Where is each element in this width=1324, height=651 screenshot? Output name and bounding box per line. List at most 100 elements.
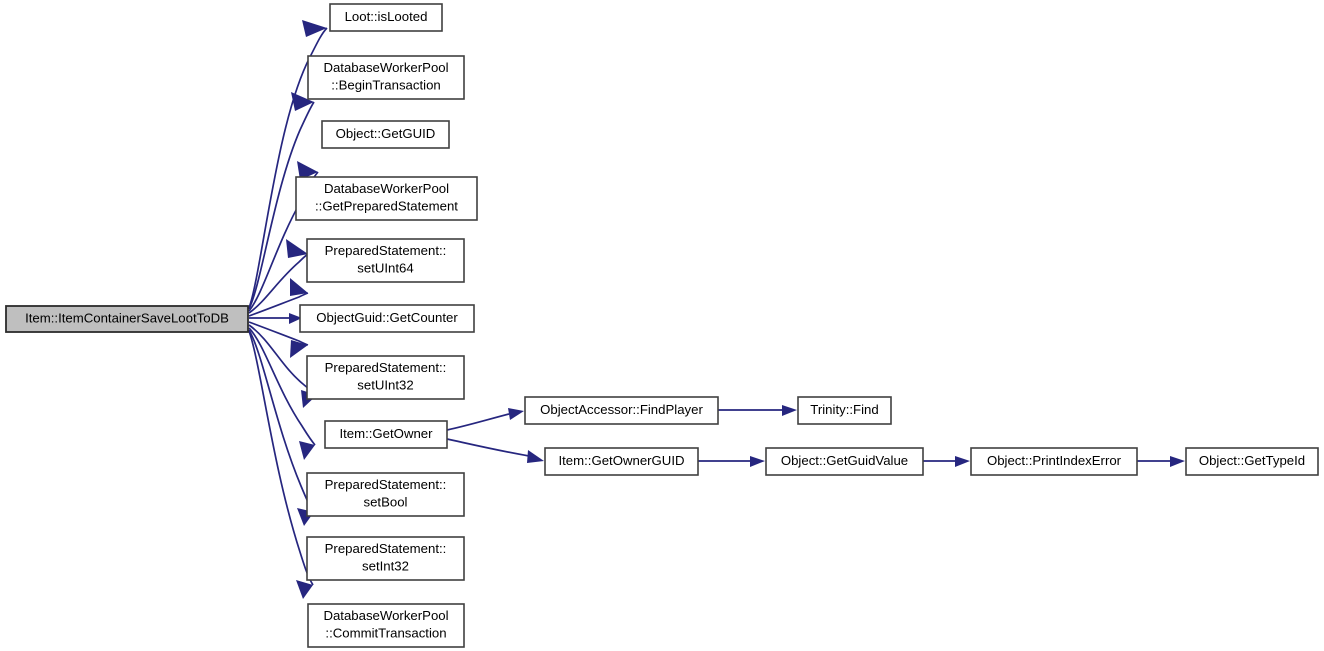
edge-root-to-ps_setuint32	[248, 321, 309, 358]
edge-item_getowner-to-objectaccessor_findplayer	[446, 408, 524, 431]
node-dbwp_committransaction[interactable]: DatabaseWorkerPool::CommitTransaction	[307, 603, 465, 648]
arrowhead-icon	[289, 313, 302, 324]
node-box[interactable]	[765, 447, 924, 476]
node-label: DatabaseWorkerPool	[323, 608, 448, 623]
edge-line	[248, 292, 309, 317]
node-loot_islooted[interactable]: Loot::isLooted	[329, 3, 443, 32]
node-trinity_find[interactable]: Trinity::Find	[797, 396, 892, 425]
node-root[interactable]: Item::ItemContainerSaveLootToDB	[5, 305, 249, 333]
node-box[interactable]	[970, 447, 1138, 476]
node-ps_setuint32[interactable]: PreparedStatement::setUInt32	[306, 355, 465, 400]
node-object_gettypeid[interactable]: Object::GetTypeId	[1185, 447, 1319, 476]
node-label: Object::GetGUID	[336, 126, 436, 141]
node-label: Loot::isLooted	[345, 9, 428, 24]
arrowhead-icon	[955, 456, 970, 467]
node-box[interactable]	[5, 305, 249, 333]
node-box[interactable]	[321, 120, 450, 149]
arrowhead-icon	[782, 405, 797, 416]
edge-root-to-ps_setuint64	[248, 278, 309, 317]
node-box[interactable]	[307, 603, 465, 648]
node-label: PreparedStatement::	[325, 541, 447, 556]
node-label: DatabaseWorkerPool	[323, 60, 448, 75]
node-box[interactable]	[524, 396, 719, 425]
node-box[interactable]	[324, 420, 448, 449]
node-label: setBool	[364, 495, 408, 510]
node-box[interactable]	[306, 472, 465, 517]
node-dbwp_begintransaction[interactable]: DatabaseWorkerPool::BeginTransaction	[307, 55, 465, 100]
node-box[interactable]	[544, 447, 699, 476]
edge-line	[248, 101, 315, 310]
edge-root-to-dbwp_begintransaction	[248, 92, 315, 310]
node-label: ObjectAccessor::FindPlayer	[540, 402, 703, 417]
node-object_printindexerror[interactable]: Object::PrintIndexError	[970, 447, 1138, 476]
arrowhead-icon	[286, 239, 308, 258]
node-box[interactable]	[307, 55, 465, 100]
arrowhead-icon	[297, 161, 318, 180]
node-box[interactable]	[306, 355, 465, 400]
node-object_getguid[interactable]: Object::GetGUID	[321, 120, 450, 149]
node-item_getowner[interactable]: Item::GetOwner	[324, 420, 448, 449]
edge-line	[248, 321, 309, 346]
edge-item_getownerguid-to-object_getguidvalue	[698, 456, 765, 467]
node-box[interactable]	[1185, 447, 1319, 476]
node-item_getownerguid[interactable]: Item::GetOwnerGUID	[544, 447, 699, 476]
node-objectguid_getcounter[interactable]: ObjectGuid::GetCounter	[299, 304, 475, 333]
edge-root-to-loot_islooted	[248, 20, 328, 309]
arrowhead-icon	[302, 20, 327, 37]
node-objectaccessor_findplayer[interactable]: ObjectAccessor::FindPlayer	[524, 396, 719, 425]
edge-object_printindexerror-to-object_gettypeid	[1137, 456, 1185, 467]
node-label: ::BeginTransaction	[331, 78, 440, 93]
node-ps_setint32[interactable]: PreparedStatement::setInt32	[306, 536, 465, 581]
node-ps_setbool[interactable]: PreparedStatement::setBool	[306, 472, 465, 517]
edge-line	[248, 27, 328, 309]
arrowhead-icon	[291, 92, 314, 111]
node-box[interactable]	[295, 176, 478, 221]
node-box[interactable]	[329, 3, 443, 32]
node-label: setUInt64	[357, 261, 413, 276]
node-label: setUInt32	[357, 378, 413, 393]
edge-line	[248, 327, 316, 446]
node-label: Object::PrintIndexError	[987, 453, 1122, 468]
node-layer: Item::ItemContainerSaveLootToDB Loot::isL…	[5, 3, 1319, 648]
edge-root-to-ps_setbool	[248, 327, 316, 460]
arrowhead-icon	[508, 408, 524, 420]
edge-object_getguidvalue-to-object_printindexerror	[923, 456, 970, 467]
node-label: ObjectGuid::GetCounter	[316, 310, 458, 325]
node-label: PreparedStatement::	[325, 243, 447, 258]
node-label: Object::GetGuidValue	[781, 453, 908, 468]
node-label: Item::ItemContainerSaveLootToDB	[25, 310, 229, 325]
arrowhead-icon	[296, 580, 313, 599]
node-box[interactable]	[299, 304, 475, 333]
edge-root-to-objectguid_getcounter	[249, 313, 302, 324]
node-label: ::CommitTransaction	[325, 626, 446, 641]
node-label: setInt32	[362, 559, 409, 574]
edge-root-to-dbwp_getpreparedstatement	[248, 239, 309, 314]
arrowhead-icon	[750, 456, 765, 467]
edge-root-to-dbwp_committransaction	[248, 330, 314, 599]
arrowhead-icon	[290, 278, 308, 296]
edge-layer	[248, 20, 1185, 599]
node-ps_setuint64[interactable]: PreparedStatement::setUInt64	[306, 238, 465, 283]
node-label: Object::GetTypeId	[1199, 453, 1305, 468]
edge-line	[248, 330, 314, 586]
node-dbwp_getpreparedstatement[interactable]: DatabaseWorkerPool::GetPreparedStatement	[295, 176, 478, 221]
node-object_getguidvalue[interactable]: Object::GetGuidValue	[765, 447, 924, 476]
node-box[interactable]	[797, 396, 892, 425]
arrowhead-icon	[299, 441, 315, 460]
arrowhead-icon	[290, 340, 308, 358]
node-label: PreparedStatement::	[325, 360, 447, 375]
node-box[interactable]	[306, 536, 465, 581]
arrowhead-icon	[527, 450, 544, 463]
arrowhead-icon	[1170, 456, 1185, 467]
edge-line	[446, 413, 510, 431]
node-label: Trinity::Find	[810, 402, 878, 417]
node-label: PreparedStatement::	[325, 477, 447, 492]
node-label: DatabaseWorkerPool	[324, 181, 449, 196]
node-box[interactable]	[306, 238, 465, 283]
edge-line	[248, 253, 309, 314]
edge-line	[446, 438, 530, 457]
node-label: Item::GetOwnerGUID	[558, 453, 684, 468]
edge-item_getowner-to-item_getownerguid	[446, 438, 544, 463]
